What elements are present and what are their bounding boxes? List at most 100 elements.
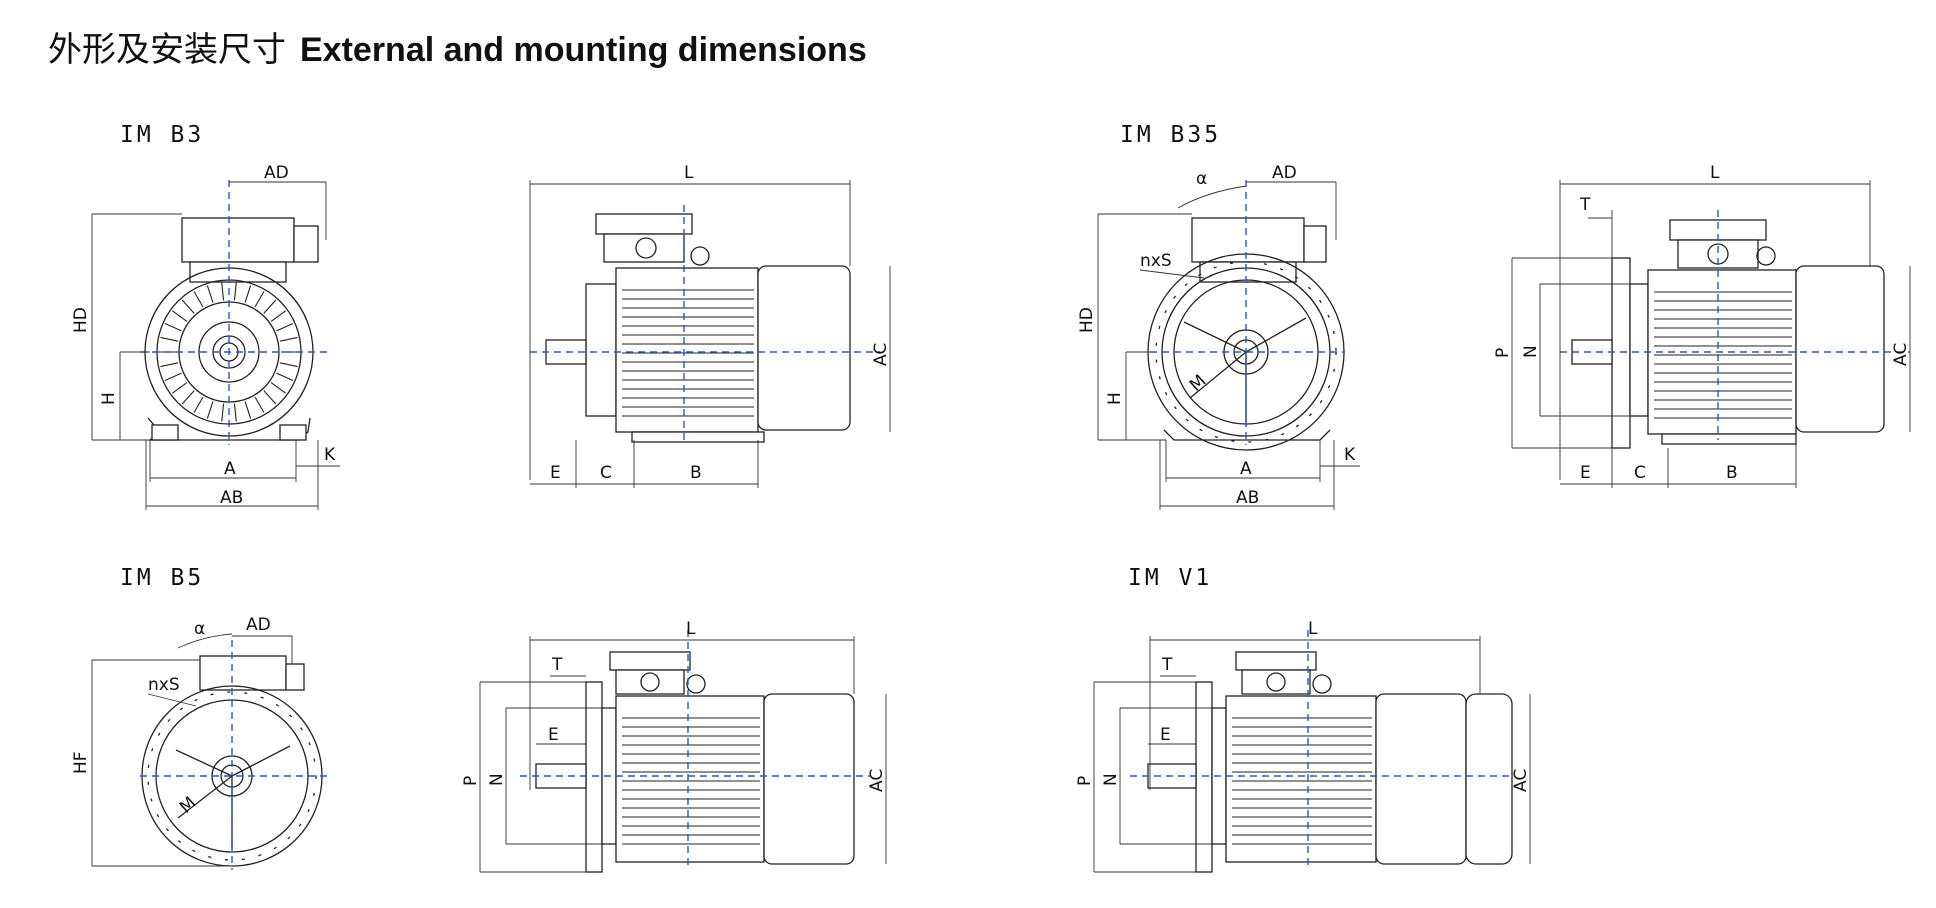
dim-label-l: L — [1308, 619, 1318, 639]
dim-label-ac: AC — [871, 343, 891, 366]
dim-label-alpha: α — [194, 619, 205, 639]
dim-label-hd: HD — [71, 307, 91, 333]
dim-label-ab: AB — [1236, 488, 1259, 508]
dim-label-nxs: nxS — [1140, 251, 1172, 271]
dim-label-m: M — [1186, 371, 1210, 396]
fan-cover — [1375, 693, 1467, 865]
radial-fin — [172, 382, 188, 394]
motor-body — [1225, 695, 1377, 863]
radial-fin — [206, 401, 214, 419]
dim-label-hd: HD — [1077, 307, 1097, 333]
dim-label-n: N — [1101, 773, 1121, 786]
dim-label-b: B — [1726, 463, 1738, 483]
terminal-box — [595, 213, 693, 235]
dim-label-n: N — [487, 773, 507, 786]
mounting-flange — [1611, 257, 1631, 449]
radial-fin — [263, 390, 277, 405]
im-b3-side-view: L AC E C B — [529, 163, 891, 488]
radial-fin — [164, 372, 182, 381]
dim-label-p: P — [461, 776, 481, 786]
fan-spokes — [1183, 317, 1307, 424]
title-chinese: 外形及安装尺寸 — [48, 30, 286, 70]
mounting-feet — [1163, 429, 1331, 441]
dim-label-l: L — [1710, 163, 1720, 183]
radial-fin — [263, 299, 277, 314]
motor-body — [615, 695, 765, 863]
dim-label-m: M — [176, 793, 200, 818]
dim-label-c: C — [1634, 463, 1646, 483]
im-b35-side-view: L T P N AC E C B — [1493, 163, 1911, 488]
cable-gland — [293, 225, 319, 263]
section-label-im-b5: IM B5 — [120, 565, 204, 591]
front-flange — [585, 283, 617, 417]
im-v1-side-view: L T E P N AC — [1075, 619, 1531, 873]
rain-canopy — [1465, 693, 1513, 865]
section-label-im-b35: IM B35 — [1120, 122, 1221, 148]
dim-label-ab: AB — [220, 488, 243, 508]
dim-label-l: L — [684, 163, 694, 183]
dim-label-hf: HF — [71, 751, 91, 774]
mounting-flange — [585, 681, 603, 873]
radial-fin — [206, 285, 214, 303]
radial-fin — [233, 403, 237, 422]
dim-label-t: T — [1579, 195, 1591, 215]
section-label-im-b3: IM B3 — [120, 122, 204, 148]
terminal-box — [1191, 217, 1305, 263]
dim-label-e: E — [550, 463, 561, 483]
dim-label-b: B — [690, 463, 702, 483]
dim-label-a: A — [1240, 459, 1252, 479]
dim-label-ac: AC — [1891, 343, 1911, 366]
radial-fin — [279, 362, 298, 368]
dim-label-a: A — [224, 459, 236, 479]
dim-label-t: T — [1161, 655, 1173, 675]
radial-fin — [254, 396, 265, 413]
bolt-circle — [147, 691, 317, 861]
im-b5-front-view: M nxS α AD HF — [71, 615, 330, 870]
radial-fin — [172, 310, 188, 322]
dim-label-k: K — [324, 445, 336, 465]
radial-fin — [270, 382, 286, 394]
radial-fin — [193, 396, 204, 413]
dim-label-e: E — [548, 725, 559, 745]
dim-label-ad: AD — [246, 615, 271, 635]
radial-fin — [181, 390, 195, 405]
radial-fin — [181, 299, 195, 314]
title-english: External and mounting dimensions — [300, 31, 867, 69]
im-b3-front-view: AD HD H A AB K — [71, 163, 340, 510]
mounting-flange — [1195, 681, 1213, 873]
im-b5-side-view: L T E P N AC — [461, 619, 887, 873]
dim-label-p: P — [1493, 348, 1513, 358]
dim-label-ad: AD — [264, 163, 289, 183]
dim-label-alpha: α — [1196, 169, 1207, 189]
dim-label-c: C — [600, 463, 612, 483]
im-b35-front-view: M nxS α AD HD H A AB K — [1077, 163, 1360, 510]
radial-fin — [221, 403, 225, 422]
radial-fin — [244, 401, 252, 419]
dim-label-h: H — [99, 392, 119, 405]
dim-label-e: E — [1580, 463, 1591, 483]
radial-fin — [276, 372, 294, 381]
radial-fin — [233, 282, 237, 301]
radial-fin — [193, 291, 204, 308]
dim-label-ad: AD — [1272, 163, 1297, 183]
page-title: 外形及安装尺寸 External and mounting dimensions — [48, 22, 867, 71]
terminal-box — [199, 655, 287, 691]
dim-label-t: T — [551, 655, 563, 675]
dim-label-h: H — [1105, 392, 1125, 405]
dim-label-k: K — [1344, 445, 1356, 465]
dim-label-p: P — [1075, 776, 1095, 786]
radial-fin — [164, 323, 182, 332]
radial-fin — [254, 291, 265, 308]
dim-label-nxs: nxS — [148, 675, 180, 695]
dim-label-e: E — [1160, 725, 1171, 745]
radial-fin — [221, 282, 225, 301]
fan-cover — [763, 693, 855, 865]
terminal-box — [181, 217, 295, 263]
terminal-box-base — [189, 261, 287, 283]
dim-label-ac: AC — [1511, 769, 1531, 792]
dim-label-ac: AC — [867, 769, 887, 792]
lifting-eye — [690, 246, 710, 266]
fan-cover — [1795, 265, 1885, 433]
radial-fin — [276, 323, 294, 332]
